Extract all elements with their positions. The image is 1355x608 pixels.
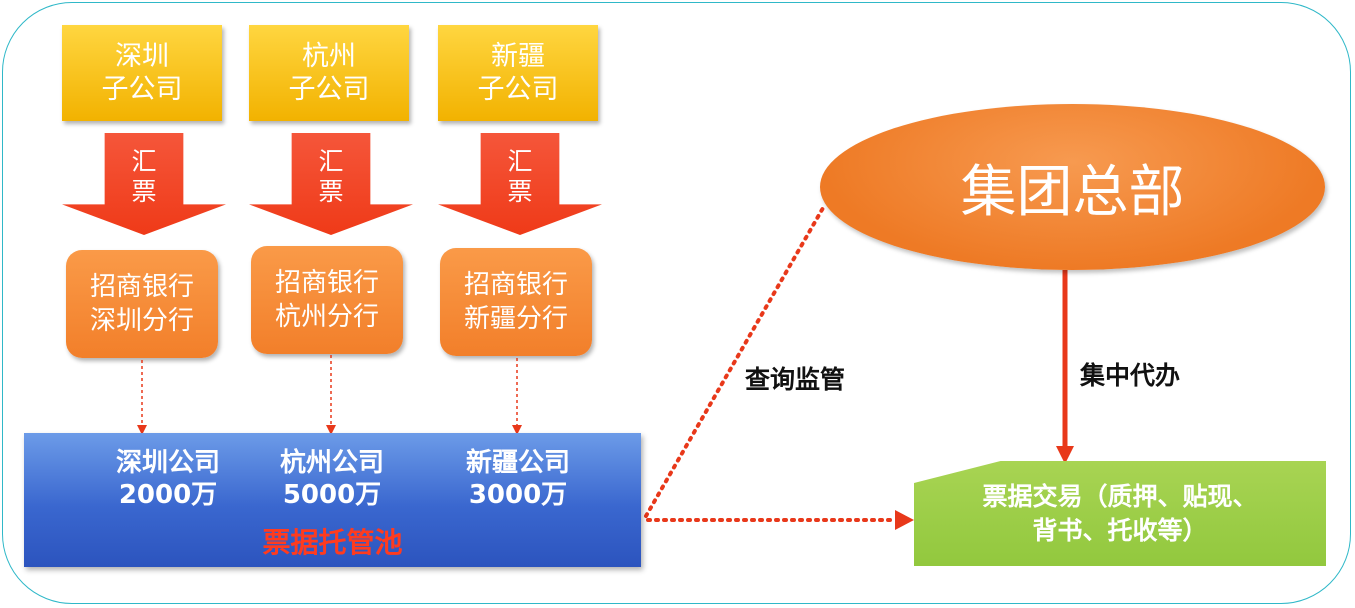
hq-to-trade-arrowhead (1056, 446, 1074, 464)
bill-custody-pool: 深圳公司 2000万 杭州公司 5000万 新疆公司 3000万 票据托管池 (24, 433, 641, 567)
subsidiary-city: 杭州 (302, 41, 356, 72)
centralized-handling-label: 集中代办 (1080, 361, 1181, 390)
arrow-label-top: 汇 (131, 147, 157, 176)
pool-company-name: 深圳公司 (115, 448, 220, 478)
pool-to-trade-arrowhead (895, 510, 914, 530)
pool-company-name: 杭州公司 (279, 448, 384, 478)
bank-name: 招商银行 (463, 270, 568, 300)
pool-company-name: 新疆公司 (465, 448, 570, 478)
subsidiary-type: 子公司 (101, 74, 183, 105)
hq-label: 集团总部 (960, 159, 1185, 225)
pool-amount: 5000万 (282, 480, 382, 510)
bank-branch: 杭州分行 (274, 302, 379, 332)
pool-amount: 3000万 (468, 480, 568, 510)
subsidiary-hangzhou: 杭州 子公司 (249, 25, 409, 121)
trade-line-2: 背书、托收等） (1032, 515, 1208, 545)
pool-entry-shenzhen: 深圳公司 2000万 (88, 447, 248, 511)
pool-amount: 2000万 (118, 480, 218, 510)
arrow-label-bottom: 票 (318, 177, 344, 206)
bill-trading-box: 票据交易（质押、贴现、 背书、托收等） (914, 461, 1326, 566)
bank-name: 招商银行 (89, 272, 194, 302)
subsidiary-xinjiang: 新疆 子公司 (438, 25, 598, 121)
pool-entry-hangzhou: 杭州公司 5000万 (252, 447, 412, 511)
query-dotted-line (644, 206, 825, 518)
arrow-label-bottom: 票 (131, 177, 157, 206)
pool-title: 票据托管池 (262, 526, 403, 559)
bank-xinjiang-branch: 招商银行 新疆分行 (440, 248, 592, 356)
bank-branch: 深圳分行 (89, 306, 194, 336)
subsidiary-city: 深圳 (115, 41, 169, 72)
query-supervision-label: 查询监管 (745, 365, 846, 394)
subsidiary-city: 新疆 (491, 41, 545, 72)
group-headquarters: 集团总部 (820, 104, 1325, 270)
bank-hangzhou-branch: 招商银行 杭州分行 (251, 246, 403, 354)
subsidiary-type: 子公司 (288, 74, 370, 105)
arrow-label-bottom: 票 (507, 177, 533, 206)
arrow-label-top: 汇 (318, 147, 344, 176)
bank-branch: 新疆分行 (463, 304, 568, 334)
arrow-label-top: 汇 (507, 147, 533, 176)
bank-name: 招商银行 (274, 268, 379, 298)
trade-line-1: 票据交易（质押、贴现、 (982, 481, 1258, 511)
subsidiary-type: 子公司 (477, 74, 559, 105)
bank-shenzhen-branch: 招商银行 深圳分行 (66, 250, 218, 358)
subsidiary-shenzhen: 深圳 子公司 (62, 25, 222, 121)
pool-entry-xinjiang: 新疆公司 3000万 (438, 447, 598, 511)
